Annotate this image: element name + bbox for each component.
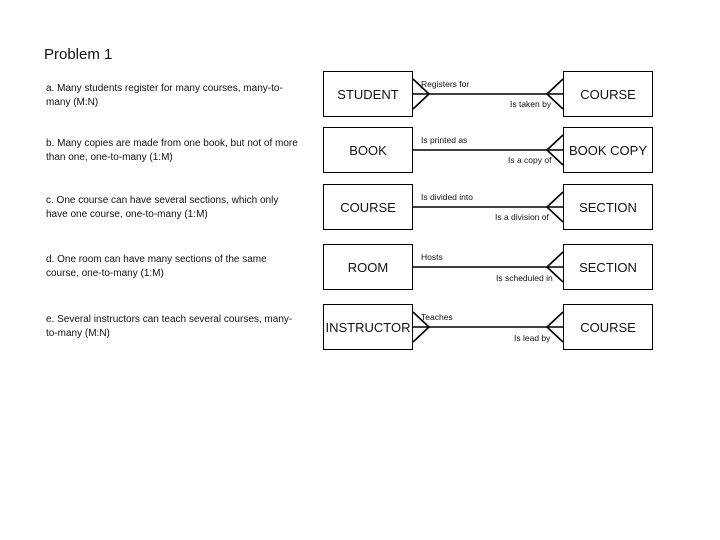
- relationship-b-connector: [413, 134, 564, 166]
- entity-section: SECTION: [563, 244, 653, 290]
- entity-course: COURSE: [323, 184, 413, 230]
- relationship-label-top: Registers for: [421, 79, 470, 89]
- relationship-label-bottom: Is lead by: [514, 333, 551, 343]
- relationship-label-top: Hosts: [421, 252, 443, 262]
- entity-room: ROOM: [323, 244, 413, 290]
- relationship-label-top: Teaches: [421, 312, 453, 322]
- entity-course: COURSE: [563, 71, 653, 117]
- problem-d-description: d. One room can have many sections of th…: [46, 254, 267, 279]
- relationship-label-top: Is divided into: [421, 192, 473, 202]
- entity-section: SECTION: [563, 184, 653, 230]
- relationship-e-connector: [412, 311, 564, 343]
- problem-b-description: b. Many copies are made from one book, b…: [46, 138, 298, 163]
- entity-book: BOOK: [323, 127, 413, 173]
- relationship-a-connector: [412, 78, 564, 110]
- relationship-label-bottom: Is scheduled in: [496, 273, 553, 283]
- page-title: Problem 1: [44, 46, 113, 63]
- relationship-label-top: Is printed as: [421, 135, 468, 145]
- relationship-label-bottom: Is a division of: [495, 212, 549, 222]
- relationship-label-bottom: Is taken by: [510, 99, 552, 109]
- relationship-label-bottom: Is a copy of: [508, 155, 552, 165]
- relationship-d-connector: [413, 251, 564, 283]
- entity-instructor: INSTRUCTOR: [323, 304, 413, 350]
- entity-student: STUDENT: [323, 71, 413, 117]
- problem-a-description: a. Many students register for many cours…: [46, 83, 283, 108]
- entity-course: COURSE: [563, 304, 653, 350]
- problem-c-description: c. One course can have several sections,…: [46, 195, 279, 220]
- relationship-c-connector: [413, 191, 564, 223]
- entity-book-copy: BOOK COPY: [563, 127, 653, 173]
- problem-e-description: e. Several instructors can teach several…: [46, 314, 293, 339]
